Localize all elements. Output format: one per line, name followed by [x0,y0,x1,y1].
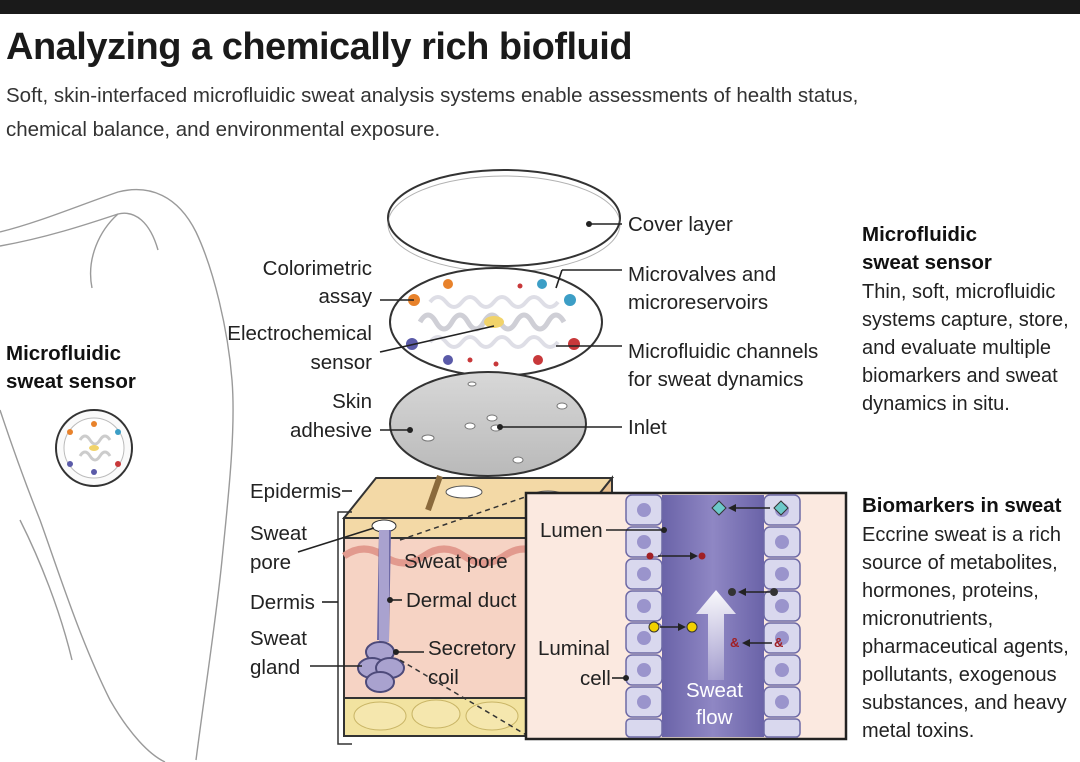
page-title: Analyzing a chemically rich biofluid [6,26,633,68]
body-silhouette [0,188,234,762]
biomarkers-body-2: source of metabolites, [862,552,1058,574]
dermis-label: Dermis [250,591,315,614]
biomarkers-body-5: pharmaceutical agents, [862,636,1069,658]
top-bar [0,0,1080,14]
svg-text:&: & [774,635,783,650]
biomarkers-body-8: metal toxins. [862,720,974,742]
biomarkers-body-7: substances, and heavy [862,692,1067,714]
epidermis-label: Epidermis [250,480,341,503]
skin-adhesive-layer [389,371,587,477]
channels-label-1: Microfluidic channels [628,340,818,363]
sensor-heading-1: Microfluidic [862,223,977,246]
lumen-label: Lumen [540,519,603,542]
inlet-label: Inlet [628,416,667,439]
sensor-body-3: and evaluate multiple [862,337,1051,359]
sweat-flow-label-1: Sweat [686,679,743,702]
sweat-flow-label-2: flow [696,706,733,729]
luminal-cell-label-1: Luminal [538,637,610,660]
sensor-body-5: dynamics in situ. [862,393,1010,415]
dermal-duct-label: Dermal duct [406,589,517,612]
channels-label-2: for sweat dynamics [628,368,803,391]
biomarkers-body-4: micronutrients, [862,608,993,630]
secretory-coil-label-2: coil [428,666,459,689]
secretory-coil-label-1: Secretory [428,637,516,660]
sensor-panel: Microfluidic sweat sensor Thin, soft, mi… [862,223,1069,415]
skin-adhesive-label-2: adhesive [290,419,372,442]
subtitle-line-2: chemical balance, and environmental expo… [6,118,441,141]
svg-text:&: & [730,635,739,650]
lumen-inset: & & [524,491,848,741]
inner-sweat-pore-label: Sweat pore [404,550,508,573]
sweat-pore-label-2: pore [250,551,291,574]
biomarkers-body-1: Eccrine sweat is a rich [862,524,1061,546]
body-sensor-label-2: sweat sensor [6,370,136,393]
biomarkers-panel: Biomarkers in sweat Eccrine sweat is a r… [862,494,1069,742]
biomarkers-body-6: pollutants, exogenous [862,664,1057,686]
microfluidic-layer [389,267,603,377]
body-sensor-label-1: Microfluidic [6,342,121,365]
electrochemical-label-1: Electrochemical [227,322,372,345]
sensor-body-2: systems capture, store, [862,309,1069,331]
sweat-gland-label-2: gland [250,656,300,679]
colorimetric-label-2: assay [318,285,372,308]
sensor-heading-2: sweat sensor [862,251,992,274]
microvalves-label-2: microreservoirs [628,291,768,314]
cover-layer-label: Cover layer [628,213,733,236]
sensor-body-4: biomarkers and sweat [862,365,1058,387]
biomarkers-heading: Biomarkers in sweat [862,494,1062,517]
body-sensor-patch [55,409,133,487]
sensor-body-1: Thin, soft, microfluidic [862,281,1055,303]
sweat-gland-label-1: Sweat [250,627,307,650]
biomarkers-body-3: hormones, proteins, [862,580,1039,602]
colorimetric-label-1: Colorimetric [263,257,372,280]
cover-layer [387,169,621,273]
electrochemical-label-2: sensor [310,351,372,374]
skin-adhesive-label-1: Skin [332,390,372,413]
sweat-pore-label-1: Sweat [250,522,307,545]
microvalves-label-1: Microvalves and [628,263,776,286]
luminal-cell-label-2: cell [580,667,611,690]
subtitle-line-1: Soft, skin-interfaced microfluidic sweat… [6,84,859,107]
